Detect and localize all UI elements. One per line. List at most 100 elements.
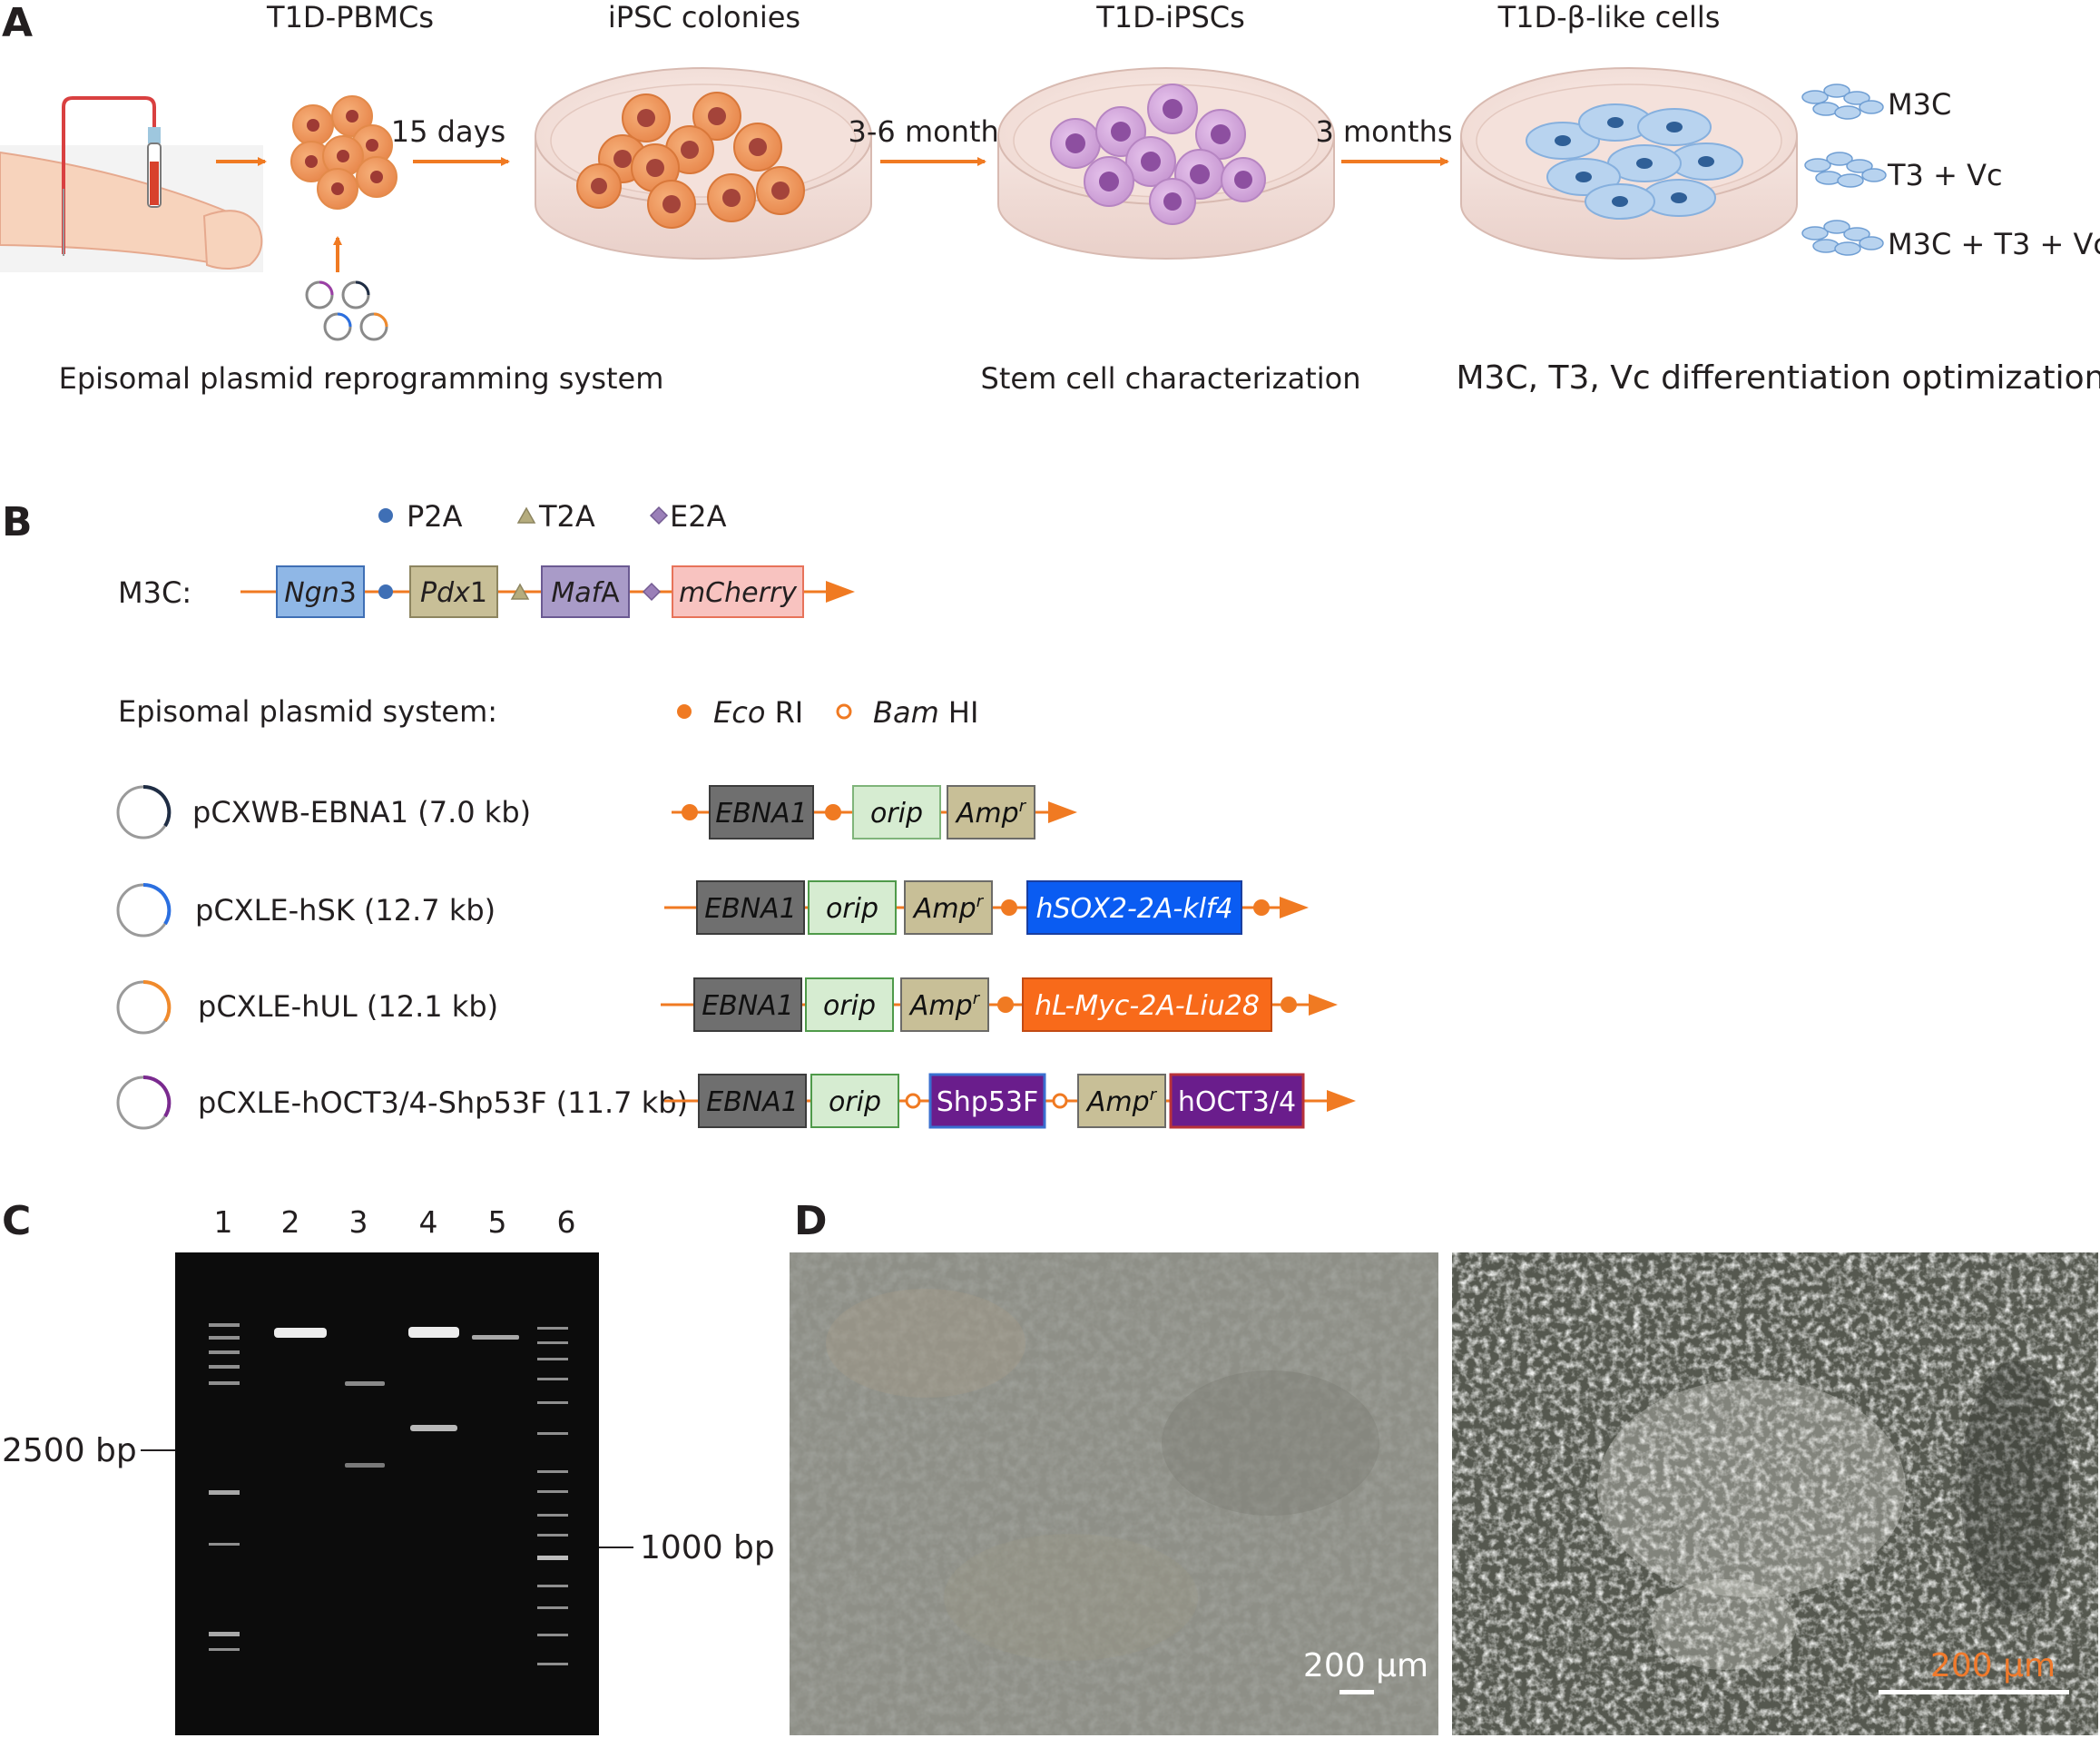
lane-number-2: 2 — [281, 1204, 300, 1240]
plasmid-3-orip-box — [805, 977, 894, 1032]
plasmid-name-1: pCXWB-EBNA1 (7.0 kb) — [192, 795, 531, 830]
lane-number-5: 5 — [488, 1204, 507, 1240]
plasmid-ring-arc-icon-3 — [142, 979, 172, 1023]
scale-bar-label-right: 200 μm — [1930, 1647, 2056, 1684]
plasmid-1-ecori-site-2 — [825, 804, 841, 820]
m3c-mafa-label: MafA — [551, 577, 620, 609]
plasmid-ring-arc-icon-4 — [142, 1075, 172, 1118]
plasmid-4-amp-box — [1077, 1074, 1166, 1128]
scale-bar-left — [1339, 1690, 1374, 1694]
panel-letter-a: A — [2, 0, 33, 46]
lane-number-1: 1 — [214, 1204, 233, 1240]
panel-b: B P2A T2A E2A M3C: Ngn3 Pdx1 MafA mCherr… — [2, 499, 1356, 1130]
condition-label-3: M3C + T3 + Vc — [1888, 227, 2100, 261]
plasmid-2-amp-box — [904, 880, 993, 935]
m3c-arrowhead-icon — [826, 581, 855, 603]
marker-2500-label: 2500 bp — [2, 1432, 137, 1469]
stage-title-beta: T1D-β-like cells — [1497, 0, 1721, 34]
t2a-legend-icon — [516, 506, 536, 524]
condition-label-2: T3 + Vc — [1887, 158, 2003, 192]
plasmid-2-orip-box — [808, 880, 897, 935]
m3c-pdx1-label: Pdx1 — [420, 577, 487, 609]
bamhi-legend-label: Bam HI — [873, 695, 978, 730]
plasmid-name-4: pCXLE-hOCT3/4-Shp53F (11.7 kb) — [198, 1085, 688, 1120]
marker-1000-label: 1000 bp — [640, 1529, 775, 1566]
stage-title-colonies: iPSC colonies — [608, 0, 800, 34]
plasmid-3-arrowhead-icon — [1309, 994, 1338, 1016]
plasmid-1-ecori-site-1 — [682, 804, 698, 820]
plasmid-2-orip-label: orip — [826, 893, 878, 925]
plasmid-4-orip-box — [810, 1074, 899, 1128]
plasmid-4-shp53f-label: Shp53F — [937, 1086, 1039, 1118]
arrow-label-3-months: 3 months — [1315, 114, 1452, 149]
m3c-pdx1-box — [409, 565, 498, 618]
panel-letter-b: B — [2, 499, 33, 545]
legend-e2a-label: E2A — [670, 499, 727, 534]
ecori-legend-icon — [677, 704, 692, 719]
plasmid-4-hoct34-box — [1169, 1073, 1305, 1129]
lane-number-4: 4 — [419, 1204, 438, 1240]
plasmid-ring-arc-icon-2 — [142, 882, 172, 926]
panel-letter-d: D — [794, 1198, 828, 1244]
beta-like-cells-icon — [1526, 103, 1743, 220]
plasmid-1-orip-box — [852, 785, 941, 840]
caption-optimization: M3C, T3, Vc differentiation optimization — [1457, 359, 2100, 397]
m3c-e2a-icon — [642, 582, 662, 602]
panel-d: D 200 μm 200 μm — [790, 1198, 2098, 1735]
condition-label-1: M3C — [1888, 87, 1951, 122]
episomal-system-label: Episomal plasmid system: — [118, 694, 497, 729]
panel-c: C 1 2 3 4 5 6 — [2, 1198, 775, 1735]
plasmid-3-ecori-site-2 — [1281, 997, 1297, 1013]
plasmid-2-arrowhead-icon — [1280, 897, 1309, 918]
m3c-ngn3-box — [276, 565, 365, 618]
pbmc-cluster-icon — [290, 95, 397, 210]
plasmid-2-ebna1-box — [696, 880, 805, 935]
lane-number-3: 3 — [349, 1204, 368, 1240]
m3c-ngn3-label: Ngn3 — [284, 577, 357, 609]
bamhi-legend-icon — [836, 703, 852, 720]
p2a-legend-icon — [378, 508, 393, 523]
plasmid-3-hlmyc-box — [1022, 977, 1272, 1032]
panel-a: A T1D-PBMCs iPSC colonies T1D-iPSCs T1D-… — [0, 0, 2100, 397]
stage-title-pbmc: T1D-PBMCs — [266, 0, 434, 34]
plasmid-2-ecori-site-2 — [1253, 899, 1270, 916]
arrow-label-3-6-months: 3-6 months — [849, 114, 1015, 149]
panel-letter-c: C — [2, 1198, 31, 1244]
gel-band-lane-3-lower — [345, 1463, 385, 1468]
plasmid-3-ebna1-box — [693, 977, 802, 1032]
plasmid-4-hoct34-label: hOCT3/4 — [1178, 1086, 1296, 1118]
plasmid-4-bamhi-site-2 — [1052, 1093, 1068, 1109]
condition-cluster-icon-1 — [1801, 83, 1884, 120]
plasmid-3-amp-label: Ampr — [908, 989, 981, 1022]
gel-image — [175, 1252, 599, 1735]
plasmid-3-amp-box — [900, 977, 989, 1032]
plasmid-name-3: pCXLE-hUL (12.1 kb) — [198, 989, 498, 1024]
lane-number-6: 6 — [557, 1204, 576, 1240]
gel-band-lane-4-lower — [410, 1425, 457, 1431]
plasmid-2-ecori-site-1 — [1001, 899, 1017, 916]
m3c-mcherry-label: mCherry — [679, 577, 798, 609]
plasmid-3-ecori-site-1 — [997, 997, 1014, 1013]
plasmid-4-amp-label: Ampr — [1085, 1085, 1158, 1118]
plasmid-4-ebna1-label: EBNA1 — [706, 1086, 799, 1118]
m3c-mafa-box — [541, 565, 630, 618]
gel-ladder-lane-1 — [209, 1323, 240, 1651]
caption-characterization: Stem cell characterization — [981, 361, 1361, 396]
plasmid-4-shp53f-box — [928, 1073, 1046, 1129]
caption-reprogramming: Episomal plasmid reprogramming system — [59, 361, 664, 396]
scale-bar-label-left: 200 μm — [1303, 1647, 1428, 1684]
stage-title-ipscs: T1D-iPSCs — [1095, 0, 1245, 34]
plasmid-4-bamhi-site-1 — [905, 1093, 921, 1109]
condition-cluster-icon-2 — [1804, 152, 1887, 188]
gel-band-lane-2 — [274, 1328, 327, 1338]
plasmid-1-ebna1-label: EBNA1 — [715, 798, 808, 830]
m3c-mcherry-box — [672, 565, 804, 618]
plasmid-set-icon — [305, 280, 388, 341]
plasmid-2-ebna1-label: EBNA1 — [704, 893, 797, 925]
legend-t2a-label: T2A — [538, 499, 595, 534]
plasmid-1-amp-label: Ampr — [955, 797, 1027, 830]
plasmid-1-arrowhead-icon — [1048, 801, 1077, 823]
plasmid-4-ebna1-box — [698, 1074, 807, 1128]
scale-bar-right — [1879, 1690, 2069, 1694]
arm-blood-draw-icon — [0, 96, 263, 272]
